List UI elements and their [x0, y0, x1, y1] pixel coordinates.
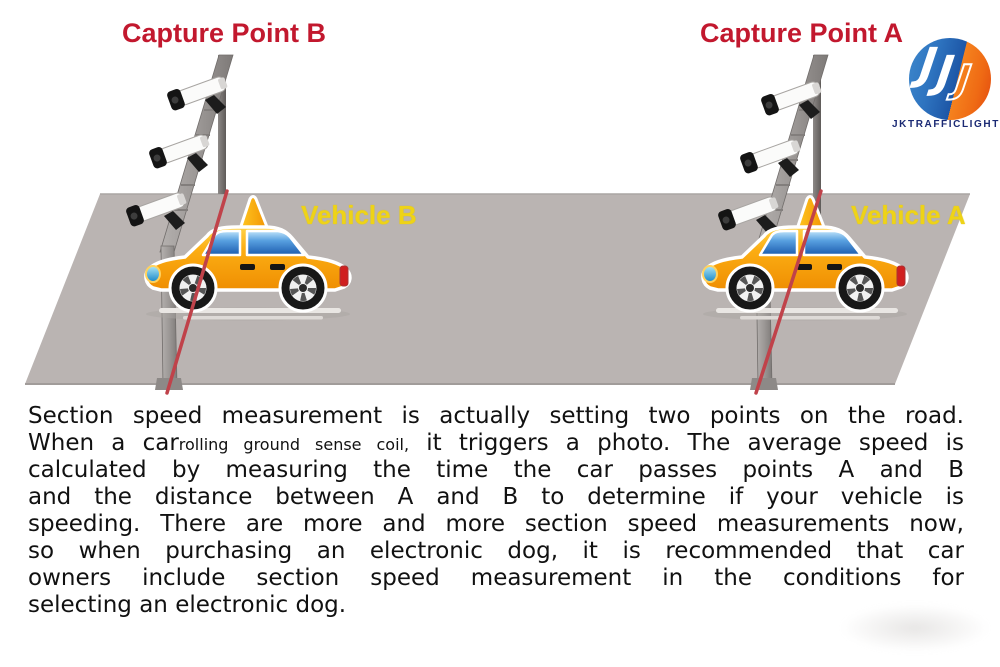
logo-letter-j: J: [952, 56, 974, 102]
paragraph-line-8: selecting an electronic dog.: [28, 592, 347, 618]
paragraph-line-4: and the distance between A and B to dete…: [28, 484, 964, 510]
capture-point-b-label: Capture Point B: [122, 18, 327, 48]
vehicle-a-label: Vehicle A: [851, 200, 966, 230]
paragraph-line-5: speeding. There are more and more sectio…: [28, 511, 964, 537]
removed-watermark-smudge: [840, 604, 990, 652]
line2-normal-text: When a car: [28, 430, 179, 456]
capture-line-b: [165, 189, 229, 395]
paragraph-line-7: owners include section speed measurement…: [28, 565, 964, 591]
capture-point-a-label: Capture Point A: [700, 18, 904, 48]
line2-normal-text: it triggers a photo. The average speed i…: [409, 430, 964, 456]
paragraph-line-3: calculated by measuring the time the car…: [28, 457, 964, 483]
road-scene: [25, 54, 970, 395]
paragraph-line-1: Section speed measurement is actually se…: [28, 403, 964, 429]
paragraph-line-6: so when purchasing an electronic dog, it…: [28, 538, 964, 564]
jktrafficlight-logo-icon: J J J: [909, 38, 991, 120]
vehicle-b-label: Vehicle B: [301, 200, 417, 230]
vertical-pole-a: [813, 55, 821, 250]
description-paragraph: Section speed measurement is actually se…: [28, 403, 964, 619]
line2-small-text: rolling ground sense coil,: [178, 435, 410, 454]
brand-name: JKTRAFFICLIGHT: [892, 119, 1000, 130]
paragraph-line-2: When a carrolling ground sense coil, it …: [28, 430, 964, 457]
vertical-pole-b: [218, 55, 226, 194]
capture-line-a: [754, 189, 823, 395]
